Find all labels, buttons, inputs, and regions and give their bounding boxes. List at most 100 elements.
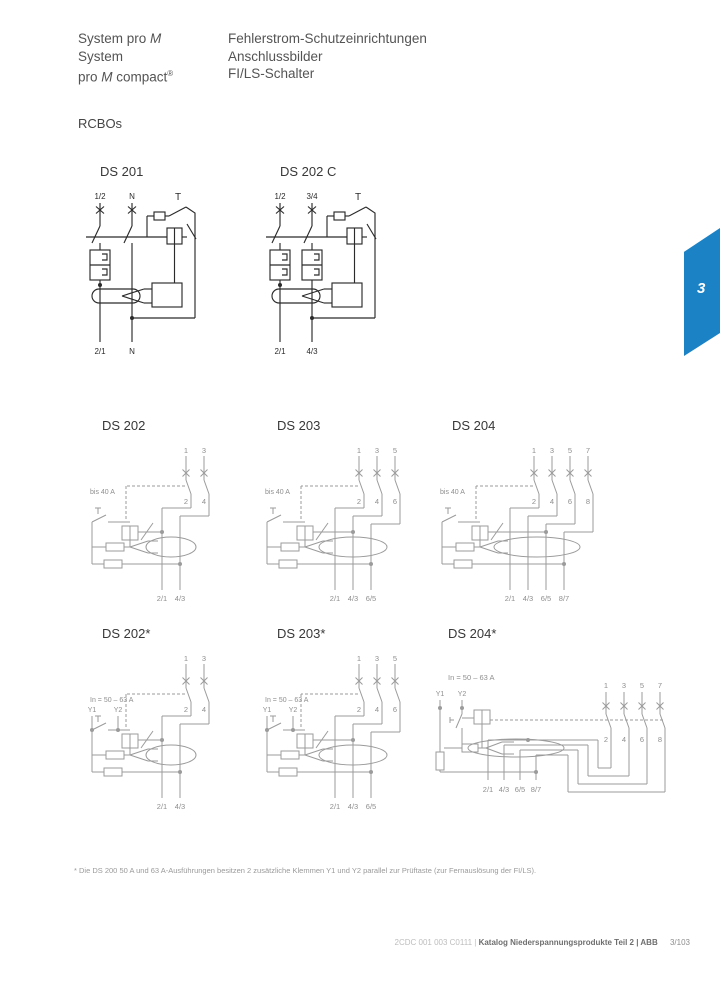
svg-text:3: 3 bbox=[622, 681, 626, 690]
svg-text:2/1: 2/1 bbox=[483, 785, 493, 794]
footer-separator: | bbox=[474, 938, 477, 947]
page-number: 3/103 bbox=[669, 938, 690, 947]
svg-text:1: 1 bbox=[357, 446, 361, 455]
svg-text:5: 5 bbox=[568, 446, 572, 455]
svg-text:Y2: Y2 bbox=[289, 707, 298, 714]
svg-text:bis 40 A: bis 40 A bbox=[265, 489, 290, 496]
svg-text:5: 5 bbox=[393, 446, 397, 455]
schematic-ds-202: bis 40 A 1 2 2/1 3 4 4/3 bbox=[90, 446, 210, 603]
svg-text:6: 6 bbox=[640, 735, 644, 744]
svg-text:3: 3 bbox=[202, 446, 206, 455]
diagram-block-ds-202: DS 202 bis 40 A 1 2 2/1 3 4 4/3 bbox=[84, 418, 262, 609]
svg-text:4/3: 4/3 bbox=[348, 802, 358, 811]
svg-text:2/1: 2/1 bbox=[330, 594, 340, 603]
schematic-ds-201: 1/2 2/1 N N T bbox=[86, 192, 197, 356]
svg-text:In = 50 – 63 A: In = 50 – 63 A bbox=[265, 697, 309, 704]
svg-text:3: 3 bbox=[375, 654, 379, 663]
svg-text:2/1: 2/1 bbox=[94, 347, 106, 356]
chapter-number: 3 bbox=[697, 280, 706, 297]
svg-text:4/3: 4/3 bbox=[306, 347, 318, 356]
svg-text:8: 8 bbox=[658, 735, 662, 744]
svg-text:N: N bbox=[129, 347, 135, 356]
svg-text:bis 40 A: bis 40 A bbox=[90, 489, 115, 496]
svg-text:8/7: 8/7 bbox=[531, 785, 541, 794]
svg-text:2/1: 2/1 bbox=[157, 594, 167, 603]
svg-text:4/3: 4/3 bbox=[175, 594, 185, 603]
svg-text:5: 5 bbox=[393, 654, 397, 663]
svg-text:2/1: 2/1 bbox=[274, 347, 286, 356]
diagram-title: DS 202 bbox=[102, 418, 146, 433]
page-footer: 2CDC 001 003 C0111 | Katalog Niederspann… bbox=[395, 938, 691, 947]
svg-text:3: 3 bbox=[375, 446, 379, 455]
svg-text:1: 1 bbox=[357, 654, 361, 663]
svg-text:4: 4 bbox=[202, 497, 206, 506]
schematic-ds-202c: 1/22/13/44/3T bbox=[266, 192, 377, 356]
svg-text:7: 7 bbox=[658, 681, 662, 690]
svg-text:8: 8 bbox=[586, 497, 590, 506]
header-system-pro-m: System pro M System pro M compact® bbox=[78, 30, 173, 86]
svg-text:2/1: 2/1 bbox=[505, 594, 515, 603]
svg-text:1: 1 bbox=[184, 654, 188, 663]
svg-text:6: 6 bbox=[393, 705, 397, 714]
svg-text:4/3: 4/3 bbox=[523, 594, 533, 603]
svg-text:In = 50 – 63 A: In = 50 – 63 A bbox=[448, 673, 495, 682]
svg-text:4: 4 bbox=[375, 705, 379, 714]
svg-text:6/5: 6/5 bbox=[366, 802, 376, 811]
header-line: System bbox=[78, 48, 124, 64]
svg-text:4: 4 bbox=[202, 705, 206, 714]
diagram-title: DS 202 C bbox=[280, 164, 337, 179]
diagram-title: DS 204 bbox=[452, 418, 496, 433]
header-line: System pro M bbox=[78, 31, 162, 46]
header-line: Fehlerstrom-Schutzeinrichtungen bbox=[228, 31, 427, 46]
svg-text:3: 3 bbox=[202, 654, 206, 663]
svg-text:Y1: Y1 bbox=[436, 691, 445, 698]
header-line: pro M compact® bbox=[78, 69, 174, 85]
svg-text:4: 4 bbox=[550, 497, 554, 506]
header-line: Anschlussbilder bbox=[228, 48, 323, 64]
svg-text:1: 1 bbox=[532, 446, 536, 455]
svg-text:6/5: 6/5 bbox=[515, 785, 525, 794]
chapter-tab: 3 bbox=[684, 228, 720, 356]
svg-text:Y1: Y1 bbox=[263, 707, 272, 714]
diagram-title: DS 204* bbox=[448, 626, 497, 641]
svg-text:2: 2 bbox=[184, 497, 188, 506]
svg-text:N: N bbox=[129, 192, 135, 201]
svg-text:1/2: 1/2 bbox=[94, 192, 106, 201]
svg-text:2: 2 bbox=[604, 735, 608, 744]
svg-text:7: 7 bbox=[586, 446, 590, 455]
svg-text:2/1: 2/1 bbox=[330, 802, 340, 811]
svg-text:6: 6 bbox=[393, 497, 397, 506]
svg-text:4: 4 bbox=[375, 497, 379, 506]
svg-text:4: 4 bbox=[622, 735, 626, 744]
svg-text:1/2: 1/2 bbox=[274, 192, 286, 201]
svg-text:2: 2 bbox=[532, 497, 536, 506]
svg-text:4/3: 4/3 bbox=[348, 594, 358, 603]
svg-text:T: T bbox=[175, 192, 181, 203]
svg-text:Y1: Y1 bbox=[88, 707, 97, 714]
svg-text:1: 1 bbox=[184, 446, 188, 455]
svg-text:1: 1 bbox=[604, 681, 608, 690]
svg-text:bis 40 A: bis 40 A bbox=[440, 489, 465, 496]
svg-text:8/7: 8/7 bbox=[559, 594, 569, 603]
diagram-title: DS 202* bbox=[102, 626, 151, 641]
svg-text:3/4: 3/4 bbox=[306, 192, 318, 201]
section-title: RCBOs bbox=[78, 116, 123, 131]
svg-text:3: 3 bbox=[550, 446, 554, 455]
svg-text:Y2: Y2 bbox=[114, 707, 123, 714]
svg-text:2/1: 2/1 bbox=[157, 802, 167, 811]
svg-text:4/3: 4/3 bbox=[175, 802, 185, 811]
svg-text:Y2: Y2 bbox=[458, 691, 467, 698]
svg-text:6: 6 bbox=[568, 497, 572, 506]
diagram-title: DS 203 bbox=[277, 418, 321, 433]
